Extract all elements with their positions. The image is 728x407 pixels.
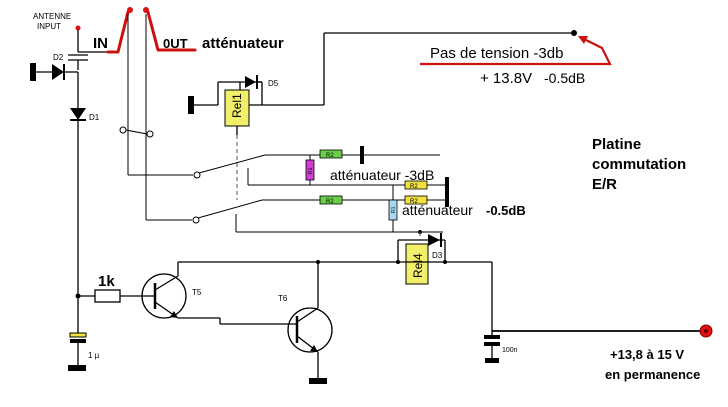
resistor-1k: 1k bbox=[75, 273, 145, 303]
r2-a-label: R2 bbox=[326, 153, 334, 159]
note-db: -0.5dB bbox=[544, 70, 585, 86]
out-label: 0UT bbox=[163, 36, 188, 51]
r2-b-label: R2 bbox=[410, 184, 418, 190]
supply-node-dot bbox=[571, 30, 577, 36]
rel4-label: Rel4 bbox=[411, 253, 425, 278]
att-3db-label: atténuateur -3dB bbox=[330, 167, 434, 183]
supply-line2: en permanence bbox=[605, 367, 700, 382]
antenna-capacitor bbox=[68, 54, 88, 70]
in-label: IN bbox=[93, 35, 108, 52]
board-line3: E/R bbox=[592, 176, 617, 193]
transistor-t6: T6 bbox=[220, 262, 333, 384]
r2-d-label: R2 bbox=[410, 199, 418, 205]
capacitor-100n: 100n bbox=[484, 335, 518, 363]
board-label: Platine commutation E/R bbox=[592, 136, 686, 193]
relay-rel4: Rel4 D3 bbox=[397, 230, 446, 285]
t5-label: T5 bbox=[192, 288, 202, 297]
note-line1: Pas de tension -3db bbox=[430, 45, 563, 62]
d1-label: D1 bbox=[89, 113, 100, 122]
board-line1: Platine bbox=[592, 136, 641, 153]
note-voltage: + 13.8V bbox=[480, 70, 532, 87]
diode-d2: D2 bbox=[30, 53, 78, 81]
transistor-t5: T5 bbox=[141, 262, 221, 324]
relay-rel1: D5 Rel1 bbox=[188, 30, 577, 200]
r1-b-label: R1 bbox=[391, 206, 397, 213]
board-line2: commutation bbox=[592, 156, 686, 173]
r2-c-label: R2 bbox=[326, 199, 334, 205]
d2-label: D2 bbox=[53, 53, 64, 62]
supply-label: +13,8 à 15 V en permanence bbox=[605, 347, 700, 382]
antenna-terminal-dot bbox=[75, 25, 81, 31]
diode-d1: D1 bbox=[70, 72, 100, 335]
attenuator-3db: R2 R1 atténuateur -3dB bbox=[305, 146, 434, 185]
t6-label: T6 bbox=[278, 294, 288, 303]
capacitor-1u: 1 µ bbox=[68, 332, 100, 371]
att-05db-value: -0.5dB bbox=[486, 203, 526, 218]
rel1-label: Rel1 bbox=[230, 93, 244, 118]
in-out-path: IN 0UT atténuateur bbox=[93, 7, 284, 54]
r-1k-label: 1k bbox=[98, 273, 115, 290]
antenna-label-line1: ANTENNE bbox=[33, 12, 71, 21]
d5-label: D5 bbox=[268, 79, 279, 88]
r1-a-label: R1 bbox=[308, 167, 314, 174]
cap-100n-label: 100n bbox=[502, 347, 518, 354]
cap-1u-label: 1 µ bbox=[88, 351, 100, 360]
attenuator-title: atténuateur bbox=[202, 35, 284, 52]
supply-line1: +13,8 à 15 V bbox=[610, 347, 684, 362]
antenna-label-line2: INPUT bbox=[37, 22, 61, 31]
attenuator-05db: R2 R2 R1 R2 atténuateur -0.5dB bbox=[319, 177, 526, 232]
voltage-note: Pas de tension -3db + 13.8V -0.5dB bbox=[420, 36, 612, 87]
d3-label: D3 bbox=[432, 251, 443, 260]
att-05db-text: atténuateur bbox=[402, 202, 473, 218]
